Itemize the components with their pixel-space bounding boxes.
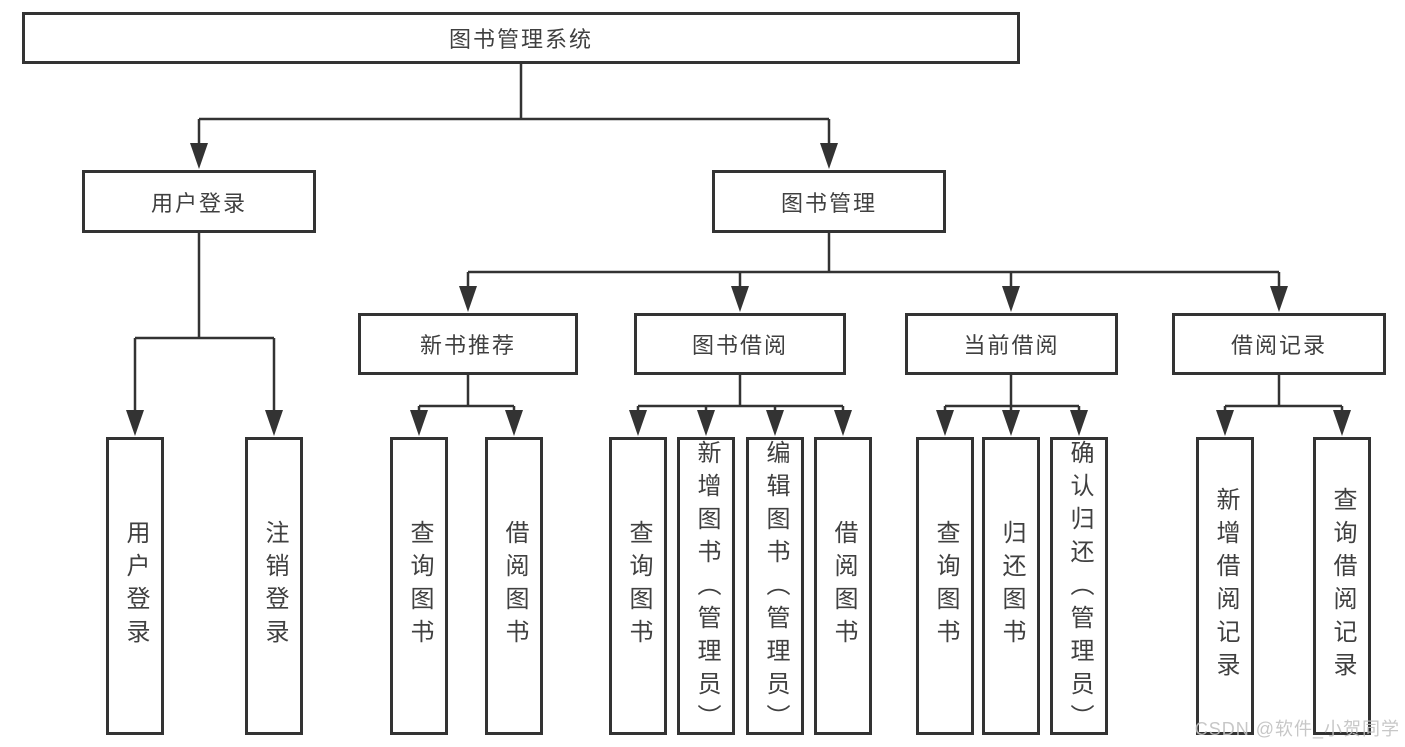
node-leaf-add-book-admin: 新增图书（管理员）: [677, 437, 735, 737]
leaf-label: 用户登录: [122, 520, 149, 652]
arrow-down-icon: [697, 410, 715, 436]
node-leaf-user-login: 用户登录: [106, 437, 164, 735]
node-leaf-edit-book-admin: 编辑图书（管理员）: [746, 437, 804, 737]
node-leaf-query-books-recommend: 查询图书: [390, 437, 448, 735]
leaf-label: 注销登录: [261, 520, 288, 652]
node-book-management-branch: 图书管理: [712, 170, 946, 233]
node-borrow-records: 借阅记录: [1172, 313, 1386, 375]
node-leaf-return-book: 归还图书: [982, 437, 1040, 735]
csdn-watermark: CSDN @软件_小贺同学: [1194, 719, 1400, 739]
arrow-down-icon: [410, 410, 428, 436]
arrow-down-icon: [505, 410, 523, 436]
node-book-borrowing: 图书借阅: [634, 313, 846, 375]
arrow-down-icon: [1216, 410, 1234, 436]
arrow-down-icon: [820, 143, 838, 169]
leaf-label: 查询图书: [932, 520, 959, 652]
node-user-login-branch: 用户登录: [82, 170, 316, 233]
node-new-book-recommend: 新书推荐: [358, 313, 578, 375]
leaf-label: 新增图书（管理员）: [693, 440, 720, 737]
leaf-label: 确认归还（管理员）: [1066, 440, 1093, 737]
node-leaf-confirm-return-admin: 确认归还（管理员）: [1050, 437, 1108, 737]
leaf-label: 借阅图书: [501, 520, 528, 652]
node-leaf-borrow-books-borrowing: 借阅图书: [814, 437, 872, 735]
arrow-down-icon: [190, 143, 208, 169]
arrow-down-icon: [265, 410, 283, 436]
leaf-label: 新增借阅记录: [1212, 487, 1239, 685]
node-root-system: 图书管理系统: [22, 12, 1020, 64]
node-current-borrowing: 当前借阅: [905, 313, 1118, 375]
arrow-down-icon: [1333, 410, 1351, 436]
arrow-down-icon: [629, 410, 647, 436]
leaf-label: 编辑图书（管理员）: [762, 440, 789, 737]
node-leaf-query-books-current: 查询图书: [916, 437, 974, 735]
node-leaf-query-books-borrowing: 查询图书: [609, 437, 667, 735]
leaf-label: 归还图书: [998, 520, 1025, 652]
arrow-down-icon: [731, 286, 749, 312]
node-leaf-add-borrow-record: 新增借阅记录: [1196, 437, 1254, 735]
arrow-down-icon: [936, 410, 954, 436]
leaf-label: 借阅图书: [830, 520, 857, 652]
leaf-label: 查询借阅记录: [1329, 487, 1356, 685]
node-leaf-borrow-books-recommend: 借阅图书: [485, 437, 543, 735]
leaf-label: 查询图书: [625, 520, 652, 652]
arrow-down-icon: [1002, 410, 1020, 436]
arrow-down-icon: [459, 286, 477, 312]
node-leaf-logout: 注销登录: [245, 437, 303, 735]
arrow-down-icon: [1270, 286, 1288, 312]
arrow-down-icon: [766, 410, 784, 436]
arrow-down-icon: [1070, 410, 1088, 436]
leaf-label: 查询图书: [406, 520, 433, 652]
node-leaf-query-borrow-record: 查询借阅记录: [1313, 437, 1371, 735]
arrow-down-icon: [126, 410, 144, 436]
arrow-down-icon: [1002, 286, 1020, 312]
arrow-down-icon: [834, 410, 852, 436]
